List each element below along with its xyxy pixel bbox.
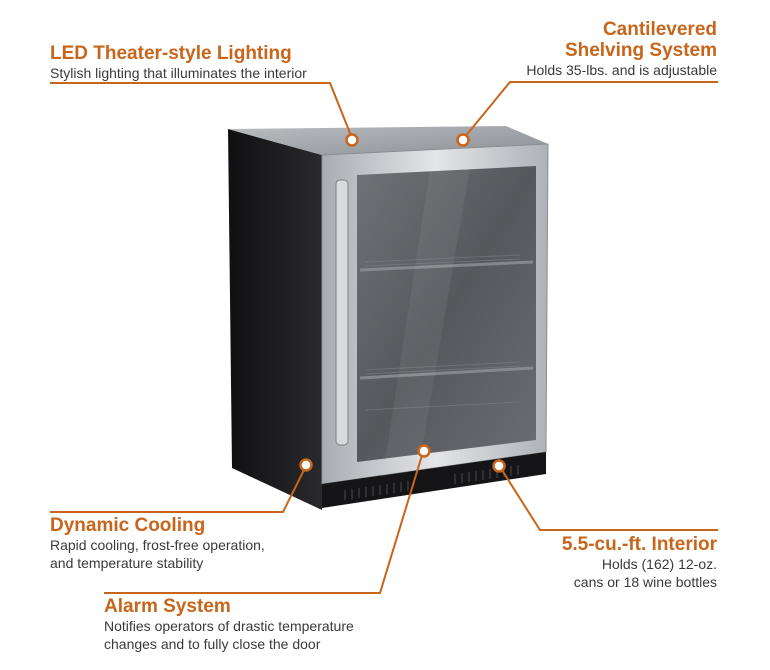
leader-cooling — [50, 465, 307, 513]
callout-description-line1: Holds (162) 12-oz. — [601, 556, 717, 572]
door-handle — [335, 179, 349, 446]
callout-interior-capacity: 5.5-cu.-ft. Interior Holds (162) 12-oz. … — [497, 534, 717, 591]
callout-shelving-system: Cantilevered Shelving System Holds 35-lb… — [526, 19, 717, 79]
interior-shelves — [359, 260, 534, 380]
leader-lines — [50, 81, 718, 594]
bottom-vent — [322, 452, 546, 508]
leader-shelving — [463, 81, 718, 139]
callout-description-line2: and temperature stability — [50, 555, 204, 571]
callout-description-line2: cans or 18 wine bottles — [573, 574, 717, 590]
glass-reflection — [385, 168, 470, 462]
callout-markers — [299, 133, 506, 473]
callout-title: Alarm System — [104, 596, 231, 617]
callout-description-line2: changes and to fully close the door — [104, 636, 321, 652]
callout-alarm-system: Alarm System Notifies operators of drast… — [104, 596, 424, 653]
callout-description-line1: Rapid cooling, frost-free operation, — [50, 537, 265, 553]
shelf-racks — [364, 254, 521, 411]
marker-interior — [492, 459, 506, 473]
door-glass — [357, 166, 536, 462]
marker-cooling — [299, 458, 313, 472]
marker-shelving — [456, 133, 470, 147]
callout-led-lighting: LED Theater-style Lighting Stylish light… — [50, 43, 307, 82]
leader-interior — [499, 466, 718, 531]
marker-alarm — [417, 444, 431, 458]
callout-description: Holds 35-lbs. and is adjustable — [526, 62, 717, 78]
callout-title-line2: Shelving System — [564, 40, 717, 61]
callout-dynamic-cooling: Dynamic Cooling Rapid cooling, frost-fre… — [50, 515, 330, 572]
leader-alarm — [104, 451, 424, 594]
cabinet-side — [228, 129, 322, 510]
callout-title: Dynamic Cooling — [50, 515, 206, 536]
callout-description-line1: Notifies operators of drastic temperatur… — [104, 618, 354, 634]
callout-title-line1: Cantilevered — [602, 19, 717, 40]
marker-led — [345, 133, 359, 147]
vent-slots — [344, 465, 519, 500]
callout-title: 5.5-cu.-ft. Interior — [561, 534, 717, 555]
callout-description: Stylish lighting that illuminates the in… — [50, 65, 307, 81]
leader-led — [50, 82, 353, 139]
callout-title: LED Theater-style Lighting — [50, 43, 292, 64]
